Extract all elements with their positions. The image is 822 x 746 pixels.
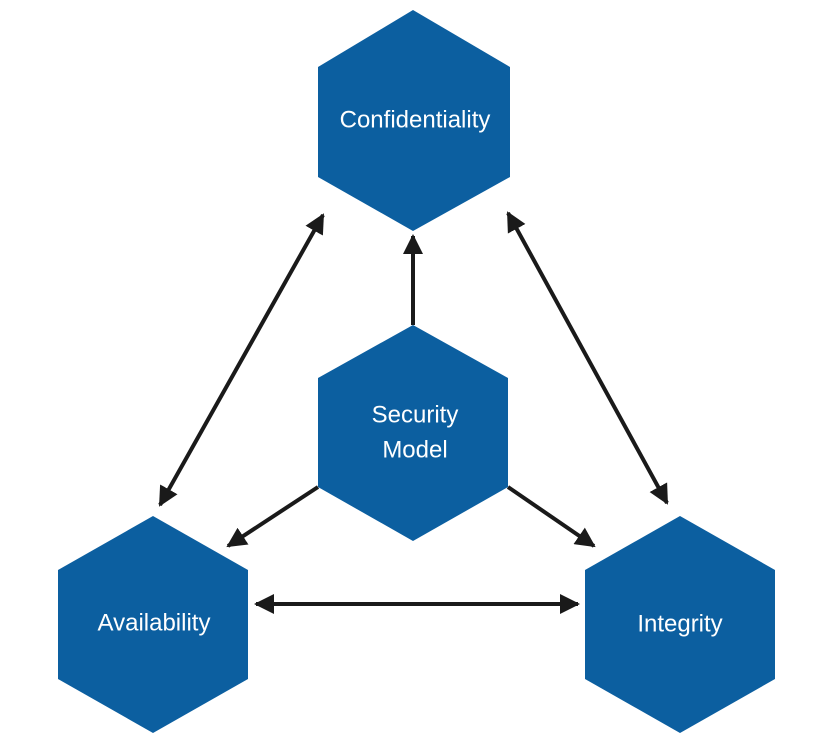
hexagon-security-model [318,325,508,541]
label-integrity: Integrity [637,610,722,637]
hexagon-integrity [585,516,775,733]
node-confidentiality: Confidentiality [318,10,510,231]
node-security-model: Security Model [318,325,508,541]
hexagon-confidentiality [318,10,510,231]
label-availability: Availability [98,609,211,636]
node-integrity: Integrity [585,516,775,733]
node-availability: Availability [58,516,248,733]
label-confidentiality: Confidentiality [340,106,491,133]
label-security-model-line2: Model [382,436,447,463]
arrow-confidentiality-availability [158,213,325,507]
hexagon-availability [58,516,248,733]
arrow-security-to-integrity [506,485,596,548]
label-security-model-line1: Security [372,401,459,428]
connectors-group [158,211,669,614]
arrow-security-to-availability [226,485,320,548]
arrow-confidentiality-integrity [506,211,669,505]
